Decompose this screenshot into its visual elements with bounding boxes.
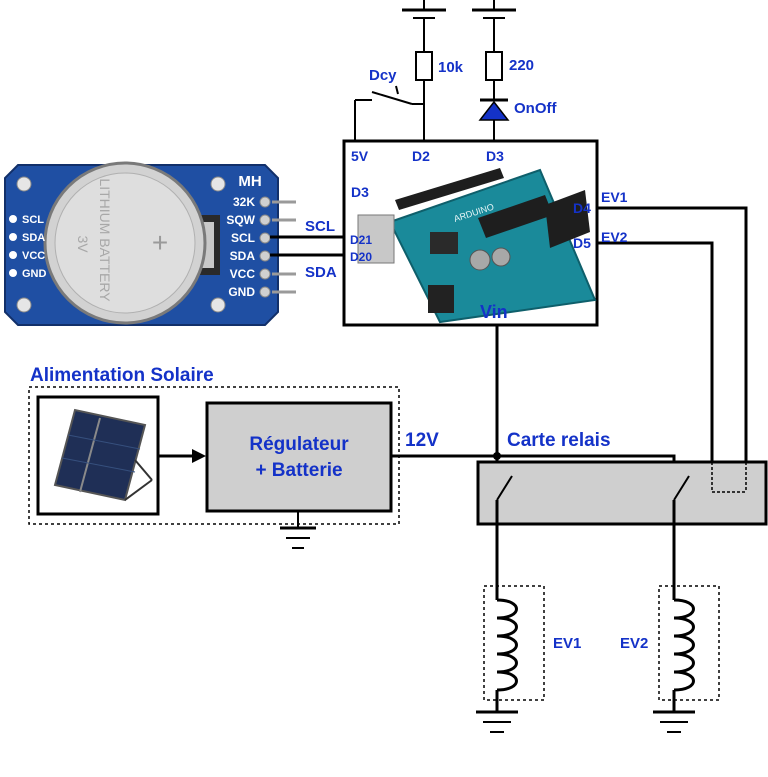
led-onoff [478, 100, 510, 121]
arduino-board-image: ARDUINO [357, 168, 597, 324]
arduino-pin-d21: D21 [350, 233, 372, 247]
battery-plus: + [152, 227, 168, 258]
output-label-ev1: EV1 [601, 189, 628, 205]
arduino-pin-d3-left: D3 [351, 184, 369, 200]
regulator-label-line1: Régulateur [249, 434, 349, 455]
voltage-12v: 12V [405, 430, 439, 451]
output-wires: EV1 EV2 [597, 189, 748, 494]
solar-section-title: Alimentation Solaire [30, 365, 214, 386]
arduino-pin-vin: Vin [480, 302, 508, 322]
regulator-label-line2: + Batterie [255, 460, 342, 481]
arduino-block: ARDUINO 5V D2 D3 D3 D21 D20 D4 D5 Vin [342, 139, 599, 327]
rtc-module: LITHIUM BATTERY 3V + MH SCL SDA VCC GND … [4, 161, 296, 326]
resistor-220-label: 220 [509, 57, 534, 74]
battery-voltage-text: 3V [75, 235, 91, 253]
coil-ev2 [673, 598, 695, 692]
valve-ev1: EV1 [476, 585, 581, 733]
valve-ev2-label: EV2 [620, 635, 648, 652]
bus-label-scl: SCL [305, 218, 335, 235]
rtc-pin-sda: SDA [230, 249, 256, 263]
rtc-pin-gnd: GND [228, 285, 255, 299]
arduino-pin-d5: D5 [573, 235, 591, 251]
rtc-pin-32k: 32K [233, 195, 255, 209]
arrow-to-regulator [192, 449, 206, 463]
arduino-pin-d20: D20 [350, 250, 372, 264]
coil-ev1 [496, 598, 518, 692]
relay-contact-2 [673, 475, 690, 501]
valve-ev2: EV2 [620, 585, 720, 733]
rtc-left-pin-sda: SDA [22, 232, 45, 244]
solar-panel-icon [53, 408, 153, 502]
rtc-left-pins: SCL SDA VCC GND [9, 214, 47, 280]
output-label-ev2: EV2 [601, 229, 628, 245]
i2c-bus: SCL SDA [270, 218, 346, 281]
battery-text: LITHIUM BATTERY [97, 178, 113, 302]
rtc-pin-sqw: SQW [226, 213, 255, 227]
led-onoff-label: OnOff [514, 100, 557, 117]
switch-dcy [371, 91, 413, 105]
resistor-10k-label: 10k [438, 59, 464, 76]
rtc-pin-vcc: VCC [230, 267, 256, 281]
rtc-left-pin-vcc: VCC [22, 250, 45, 262]
rtc-right-pins: 32K SQW SCL SDA VCC GND [226, 195, 271, 299]
top-circuit: 10k Dcy 220 OnOff [354, 0, 557, 141]
rtc-left-pin-scl: SCL [22, 214, 44, 226]
regulator-box [205, 401, 393, 513]
relay-board: Carte relais [476, 430, 768, 586]
arduino-pin-d4: D4 [573, 200, 591, 216]
resistor-10k [415, 51, 433, 81]
bus-label-sda: SDA [305, 264, 337, 281]
arduino-pin-d3-top: D3 [486, 148, 504, 164]
solar-section: Alimentation Solaire Régulateur + Batter… [28, 365, 676, 549]
resistor-220 [485, 51, 503, 81]
valve-ev1-label: EV1 [553, 635, 581, 652]
arduino-pin-d2: D2 [412, 148, 430, 164]
relay-title: Carte relais [507, 430, 611, 451]
rtc-left-pin-gnd: GND [22, 268, 47, 280]
relay-contact-1 [496, 475, 513, 501]
switch-dcy-label: Dcy [369, 67, 397, 84]
arduino-pin-5v: 5V [351, 148, 369, 164]
rtc-pin-scl: SCL [231, 231, 255, 245]
rtc-logo: MH [238, 173, 261, 190]
